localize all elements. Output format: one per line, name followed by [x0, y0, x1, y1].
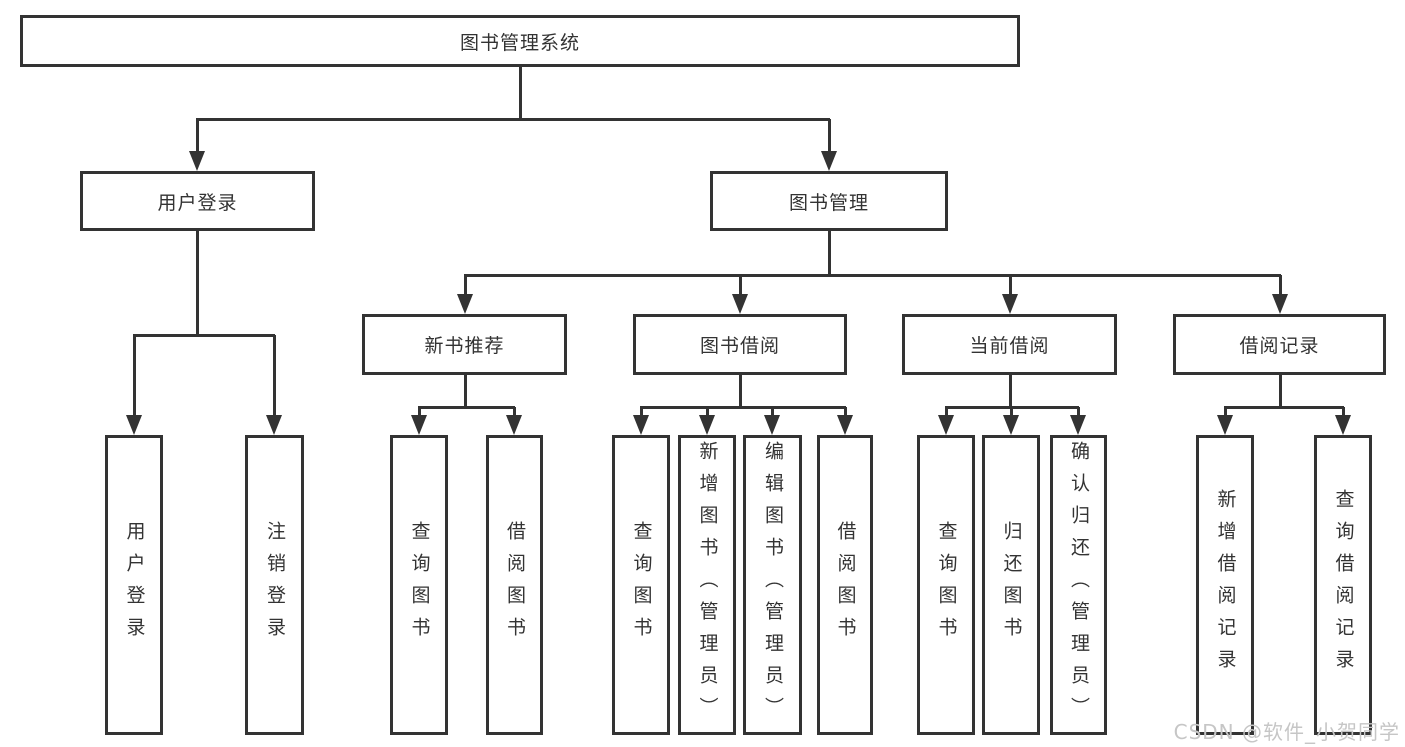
arrow-down-icon — [1003, 415, 1019, 435]
arrow-down-icon — [411, 415, 427, 435]
node-current-borrowing: 当前借阅 — [902, 314, 1117, 375]
connector-drop-new-book — [464, 275, 467, 296]
leaf-bb-add-books-admin: 新增图书（管理员） — [678, 435, 736, 735]
leaf-nb-query-books: 查询图书 — [390, 435, 448, 735]
connector-drop — [945, 407, 948, 417]
connector-drop — [1224, 407, 1227, 417]
leaf-bb-borrow-books: 借阅图书 — [817, 435, 873, 735]
connector-drop — [513, 407, 516, 417]
node-user-login-label: 用户登录 — [157, 191, 238, 214]
node-book-management: 图书管理 — [710, 171, 948, 231]
connector-current-borrowing-trunk — [1009, 375, 1012, 408]
node-borrowing-records: 借阅记录 — [1173, 314, 1386, 375]
connector-user-login-trunk — [196, 231, 199, 336]
connector-drop-borrowing-records — [1279, 275, 1282, 296]
arrow-down-icon — [189, 151, 205, 171]
arrow-down-icon — [457, 294, 473, 314]
connector-new-book-hline — [418, 406, 515, 409]
connector-book-management-trunk — [828, 231, 831, 276]
connector-drop — [1010, 407, 1013, 417]
connector-drop — [706, 407, 709, 417]
arrow-down-icon — [1335, 415, 1351, 435]
connector-drop — [418, 407, 421, 417]
leaf-br-query-borrow-record: 查询借阅记录 — [1314, 435, 1372, 735]
leaf-br-add-borrow-record: 新增借阅记录 — [1196, 435, 1254, 735]
node-new-book-recommendation: 新书推荐 — [362, 314, 567, 375]
connector-drop — [1342, 407, 1345, 417]
node-book-borrowing-label: 图书借阅 — [699, 335, 780, 357]
connector-root-trunk — [519, 66, 522, 120]
arrow-down-icon — [764, 415, 780, 435]
leaf-cb-confirm-return-admin-label: 确认归还（管理员） — [1068, 441, 1090, 729]
arrow-down-icon — [1070, 415, 1086, 435]
csdn-watermark: CSDN @软件_小贺同学 — [1173, 720, 1400, 744]
connector-drop — [844, 407, 847, 417]
leaf-bb-add-books-admin-label: 新增图书（管理员） — [696, 441, 719, 729]
connector-drop — [1077, 407, 1080, 417]
arrow-down-icon — [266, 415, 282, 435]
connector-drop-current-borrowing — [1009, 275, 1012, 296]
leaf-cb-return-books: 归还图书 — [982, 435, 1040, 735]
arrow-down-icon — [837, 415, 853, 435]
connector-drop-user-login — [196, 119, 199, 153]
arrow-down-icon — [699, 415, 715, 435]
connector-borrowing-records-hline — [1224, 406, 1344, 409]
connector-new-book-trunk — [464, 375, 467, 408]
arrow-down-icon — [1217, 415, 1233, 435]
node-borrowing-records-label: 借阅记录 — [1239, 335, 1320, 357]
node-new-book-recommendation-label: 新书推荐 — [424, 335, 505, 357]
node-book-management-label: 图书管理 — [788, 191, 869, 214]
leaf-logout-login-label: 注销登录 — [264, 521, 286, 649]
connector-book-management-hline — [464, 274, 1281, 277]
connector-book-borrowing-hline — [640, 406, 846, 409]
arrow-down-icon — [938, 415, 954, 435]
leaf-nb-query-books-label: 查询图书 — [408, 521, 431, 649]
leaf-cb-confirm-return-admin: 确认归还（管理员） — [1050, 435, 1107, 735]
connector-borrowing-records-trunk — [1279, 375, 1282, 408]
arrow-down-icon — [1002, 294, 1018, 314]
connector-user-login-hline — [133, 334, 275, 337]
leaf-cb-query-books-label: 查询图书 — [935, 521, 958, 649]
connector-drop-leaf-logout — [273, 335, 276, 417]
connector-root-hline — [196, 118, 830, 121]
connector-drop-leaf-user-login — [133, 335, 136, 417]
leaf-user-login-label: 用户登录 — [123, 521, 146, 649]
leaf-cb-return-books-label: 归还图书 — [1000, 521, 1023, 649]
connector-drop — [771, 407, 774, 417]
connector-book-borrowing-trunk — [739, 375, 742, 408]
leaf-user-login: 用户登录 — [105, 435, 163, 735]
arrow-down-icon — [126, 415, 142, 435]
arrow-down-icon — [732, 294, 748, 314]
leaf-bb-edit-books-admin-label: 编辑图书（管理员） — [762, 441, 784, 729]
arrow-down-icon — [821, 151, 837, 171]
connector-drop-book-borrowing — [739, 275, 742, 296]
leaf-logout-login: 注销登录 — [245, 435, 304, 735]
leaf-bb-edit-books-admin: 编辑图书（管理员） — [743, 435, 802, 735]
node-book-borrowing: 图书借阅 — [633, 314, 847, 375]
leaf-br-add-borrow-record-label: 新增借阅记录 — [1214, 489, 1237, 681]
connector-drop — [640, 407, 643, 417]
arrow-down-icon — [506, 415, 522, 435]
node-current-borrowing-label: 当前借阅 — [969, 335, 1050, 357]
leaf-cb-query-books: 查询图书 — [917, 435, 975, 735]
leaf-bb-query-books: 查询图书 — [612, 435, 670, 735]
leaf-nb-borrow-books: 借阅图书 — [486, 435, 543, 735]
connector-drop-book-management — [828, 119, 831, 153]
leaf-nb-borrow-books-label: 借阅图书 — [504, 521, 526, 649]
leaf-br-query-borrow-record-label: 查询借阅记录 — [1332, 489, 1355, 681]
node-user-login: 用户登录 — [80, 171, 315, 231]
node-library-system: 图书管理系统 — [20, 15, 1020, 67]
node-library-system-label: 图书管理系统 — [459, 31, 580, 54]
arrow-down-icon — [633, 415, 649, 435]
arrow-down-icon — [1272, 294, 1288, 314]
leaf-bb-query-books-label: 查询图书 — [630, 521, 653, 649]
leaf-bb-borrow-books-label: 借阅图书 — [834, 521, 857, 649]
